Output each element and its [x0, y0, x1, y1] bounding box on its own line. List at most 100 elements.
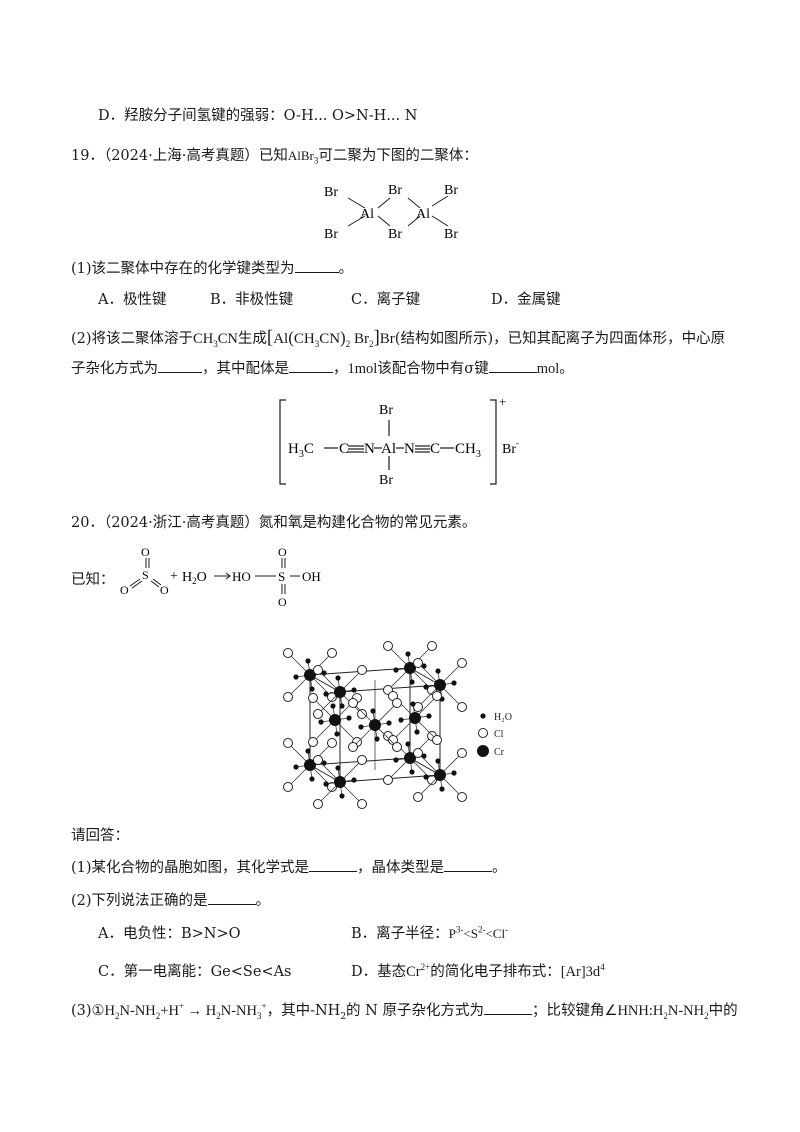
legend-label-1: Cl [494, 729, 504, 740]
cl-atom [283, 692, 293, 702]
q19-ligand-blank[interactable] [289, 358, 333, 373]
cl-atom [383, 775, 393, 785]
q20-part1: (1)某化合物的晶胞如图，其化学式是，晶体类型是。 [71, 857, 507, 878]
cl-atom [327, 738, 337, 748]
complex-charge: + [499, 394, 506, 409]
h2o-molecule [318, 719, 324, 725]
q20-part2: (2)下列说法正确的是。 [71, 890, 270, 911]
cl-atom [348, 698, 358, 708]
q20-part2-blank[interactable] [207, 890, 256, 905]
cl-atom [348, 742, 358, 752]
h2o-molecule [293, 674, 299, 680]
cl-atom [357, 799, 367, 809]
h2o-molecule [335, 675, 341, 681]
dimer-br-6: Br [444, 227, 458, 242]
acid-o-bottom: O [278, 595, 287, 608]
complex-br-bottom: Br [379, 473, 393, 488]
q20-please-answer: 请回答： [71, 828, 129, 844]
q20-crystal-type-blank[interactable] [444, 857, 493, 872]
acid-oh: OH [302, 569, 321, 584]
dimer-br-1: Br [324, 185, 338, 200]
cr-atom [404, 752, 416, 764]
cr-atom [304, 759, 316, 771]
legend-cr-marker [477, 745, 489, 757]
cr-atom [329, 714, 341, 726]
q20-option-d: D．基态Cr2+的简化电子排布式：[Ar]3d4 [351, 962, 605, 980]
h2o-molecule [414, 729, 420, 735]
cr-atom [334, 776, 346, 788]
q20-known-label: 已知： [71, 572, 115, 588]
dimer-al-2: Al [416, 207, 430, 222]
q19-sigma-blank[interactable] [488, 358, 537, 373]
q19-part1-blank[interactable] [294, 258, 339, 273]
q20-formula-blank[interactable] [309, 857, 358, 872]
h2o-molecule [439, 786, 445, 792]
cl-atom [457, 748, 467, 758]
so3-o-top: O [141, 546, 150, 559]
cl-atom [392, 698, 402, 708]
h2o-molecule [405, 741, 411, 747]
cl-atom [327, 782, 337, 792]
cl-atom [308, 693, 318, 703]
cl-atom [313, 799, 323, 809]
q18-option-d: D．羟胺分子间氢键的强弱：O-H... O>N-H... N [98, 108, 418, 124]
h2o-molecule [370, 708, 376, 714]
q19-hybrid-blank[interactable] [158, 358, 202, 373]
so3-o-left: O [120, 583, 129, 597]
h2o-molecule [351, 777, 357, 783]
cl-atom [432, 735, 442, 745]
q19-option-a: A．极性键 [98, 292, 167, 308]
h2o-molecule [451, 680, 457, 686]
h2o-molecule [293, 764, 299, 770]
q19-option-d: D．金属键 [491, 292, 561, 308]
q20-part3-blank[interactable] [483, 1000, 532, 1015]
complex-counter-ion: Br- [502, 438, 519, 457]
h2o-molecule [423, 774, 429, 780]
h2o-molecule [339, 703, 345, 709]
cl-atom [427, 641, 437, 651]
h2o-molecule [426, 713, 432, 719]
cr-atom [434, 769, 446, 781]
q19-option-b: B．非极性键 [210, 292, 294, 308]
complex-al: Al [381, 441, 396, 457]
cl-atom [392, 742, 402, 752]
cl-atom [427, 775, 437, 785]
dimer-br-4: Br [388, 227, 402, 242]
complex-n-right: N [404, 441, 415, 457]
h2o-molecule [423, 684, 429, 690]
h2o-molecule [435, 668, 441, 674]
cl-atom [313, 755, 323, 765]
cl-atom [457, 792, 467, 802]
h2o-molecule [410, 701, 416, 707]
al-complex-structure: H3C C N Al N C CH3 Br Br + Br- [279, 394, 519, 488]
acid-s: S [278, 569, 285, 584]
so3-o-right: O [160, 583, 169, 597]
h2o-molecule [451, 770, 457, 776]
acid-ho: HO [232, 569, 251, 584]
cr-atom [434, 679, 446, 691]
h2o-molecule [305, 658, 311, 664]
cl-atom [432, 691, 442, 701]
q20-part3: (3)①H2N-NH2+H+ → H2N-NH3+，其中-NH2的 N 原子杂化… [71, 1000, 738, 1022]
h2o-molecule [409, 679, 415, 685]
cl-atom [413, 658, 423, 668]
cl-atom [357, 709, 367, 719]
cl-atom [327, 692, 337, 702]
cl-atom [383, 641, 393, 651]
q19-stem: 19．（2024·上海·高考真题）已知AlBr3可二聚为下图的二聚体： [71, 148, 478, 166]
cr-atom [404, 662, 416, 674]
h2o-molecule [323, 691, 329, 697]
so3-s: S [142, 568, 149, 582]
cl-atom [457, 658, 467, 668]
h2o-molecule [309, 686, 315, 692]
cl-atom [413, 792, 423, 802]
acid-o-top: O [278, 546, 287, 559]
dimer-br-3: Br [388, 183, 402, 198]
cr-atom [369, 719, 381, 731]
h2o-molecule [405, 651, 411, 657]
h2o-molecule [409, 769, 415, 775]
h2o-molecule [435, 758, 441, 764]
h2o-molecule [339, 793, 345, 799]
cl-atom [283, 648, 293, 658]
